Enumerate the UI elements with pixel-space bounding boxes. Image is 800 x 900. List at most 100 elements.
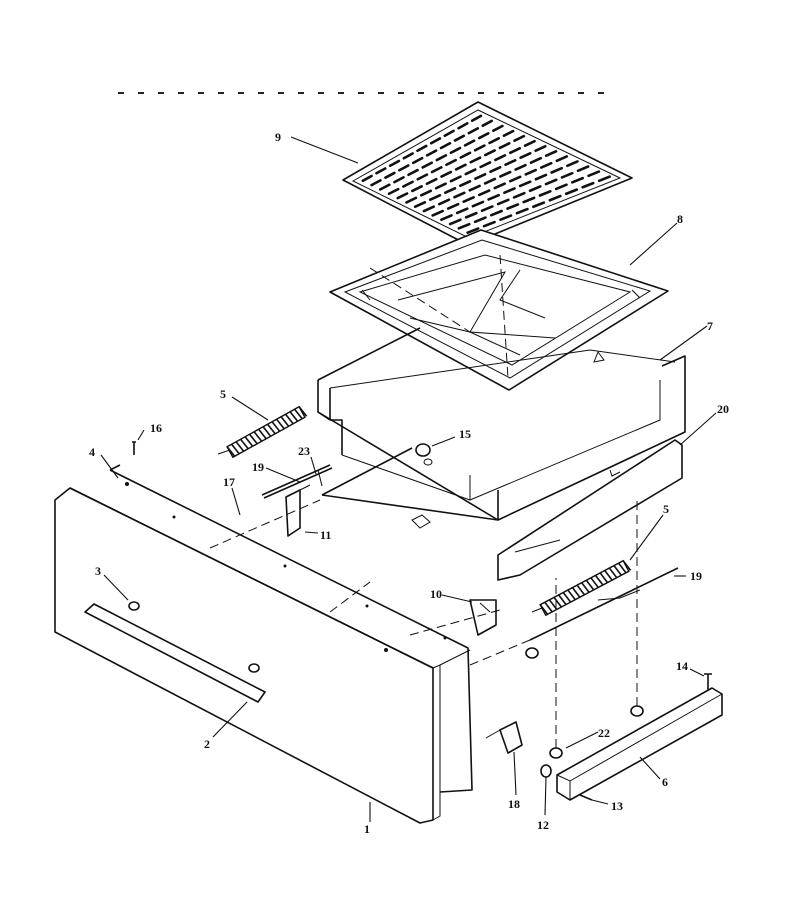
grid-slot — [487, 193, 501, 201]
callout-18: 18 — [508, 797, 520, 811]
grid-slot — [361, 174, 373, 183]
roller-12 — [540, 764, 552, 778]
grid-slot — [448, 218, 462, 226]
grid-slot — [474, 172, 487, 181]
assembly-lines — [209, 254, 638, 748]
grid-slot — [428, 193, 442, 202]
grid-slot — [464, 211, 478, 219]
grid-slot — [538, 189, 552, 197]
spring-coil — [293, 408, 303, 420]
spring-lower — [531, 559, 632, 617]
grid-slot — [462, 196, 475, 204]
callout-2: 2 — [204, 737, 210, 751]
spring-coil — [617, 562, 627, 574]
grid-slot — [499, 170, 512, 178]
grid-slot — [597, 175, 611, 183]
grid-slot — [515, 207, 529, 215]
grid-slot — [425, 149, 438, 157]
grid-slot — [477, 132, 490, 140]
grid-slot — [523, 139, 536, 148]
spring-coil — [571, 587, 581, 598]
spring-upper — [217, 405, 308, 459]
grid-slot — [470, 114, 483, 122]
grid-slot — [434, 182, 447, 190]
callout-17: 17 — [223, 475, 235, 489]
callout-10: 10 — [430, 587, 442, 601]
broiler-pan — [329, 229, 669, 391]
grid-slot — [411, 185, 423, 193]
spring-coil — [284, 413, 294, 425]
grid-slot — [544, 150, 558, 158]
grid-slot — [555, 155, 569, 163]
callout-11: 11 — [320, 528, 331, 542]
callout-19-lower: 19 — [690, 569, 702, 583]
grid-slot — [492, 124, 504, 133]
grid-slot — [502, 129, 515, 138]
grid-slot — [457, 222, 471, 230]
grid-slot — [431, 209, 444, 217]
grid-slot — [550, 166, 564, 174]
grid-slot — [554, 183, 568, 191]
roller-22 — [549, 705, 644, 759]
grid-slots — [361, 114, 611, 234]
spring-coil — [604, 569, 613, 581]
grid-slot — [524, 168, 538, 176]
leader-lines — [100, 136, 717, 822]
callout-23: 23 — [298, 444, 310, 458]
spring-coil — [257, 428, 267, 440]
screw-14 — [704, 673, 712, 690]
spring-coil — [590, 577, 599, 588]
grid-slot — [469, 156, 482, 164]
grid-slot — [499, 214, 513, 222]
spring-coil — [553, 596, 563, 608]
grid-slot — [480, 205, 494, 213]
callout-8: 8 — [677, 212, 683, 226]
grid-slot — [411, 156, 424, 165]
grid-slot — [564, 188, 579, 196]
spring-coil — [557, 594, 567, 606]
spring-coil — [608, 567, 618, 579]
callout-labels: 9 8 7 20 5 16 15 4 23 19 17 5 11 3 19 10… — [89, 130, 729, 836]
grid-slot — [459, 179, 472, 188]
grid-slot — [402, 152, 414, 160]
callout-16: 16 — [150, 421, 162, 435]
grid-slot — [488, 137, 501, 145]
spring-coil — [235, 441, 245, 452]
grid-slot — [422, 205, 436, 213]
grid-slot — [534, 173, 548, 181]
grid-slot — [571, 176, 585, 184]
spring-coil — [244, 436, 254, 447]
spring-coil — [567, 589, 576, 601]
grid-slot — [494, 154, 507, 162]
grid-slot — [416, 173, 429, 181]
grid-slot — [449, 146, 462, 155]
grid-slot — [384, 171, 396, 179]
callout-9: 9 — [275, 130, 281, 144]
grid-slot — [421, 161, 434, 169]
grid-slot — [459, 151, 472, 159]
grid-slot — [484, 149, 496, 157]
spring-coil — [581, 582, 590, 593]
grid-slot — [446, 202, 460, 210]
screw-13 — [579, 794, 593, 801]
grid-slot — [453, 134, 466, 142]
grid-slot — [498, 142, 511, 150]
callout-1: 1 — [364, 822, 370, 836]
spring-coil — [544, 601, 553, 613]
grid-slot — [440, 170, 453, 178]
callout-6: 6 — [662, 775, 668, 789]
grid-slot — [522, 196, 536, 204]
grid-slot — [468, 184, 481, 192]
grid-slot — [445, 158, 457, 167]
spring-body — [226, 405, 306, 459]
grid-slot — [544, 178, 558, 186]
grid-slot — [393, 176, 405, 184]
grid-slot — [435, 154, 448, 162]
grid-slot — [449, 175, 462, 183]
grid-slot — [503, 187, 516, 195]
grid-slot — [489, 209, 503, 217]
grid-slot — [457, 122, 469, 130]
spring-coil — [298, 406, 308, 417]
bracket-10 — [469, 599, 497, 636]
